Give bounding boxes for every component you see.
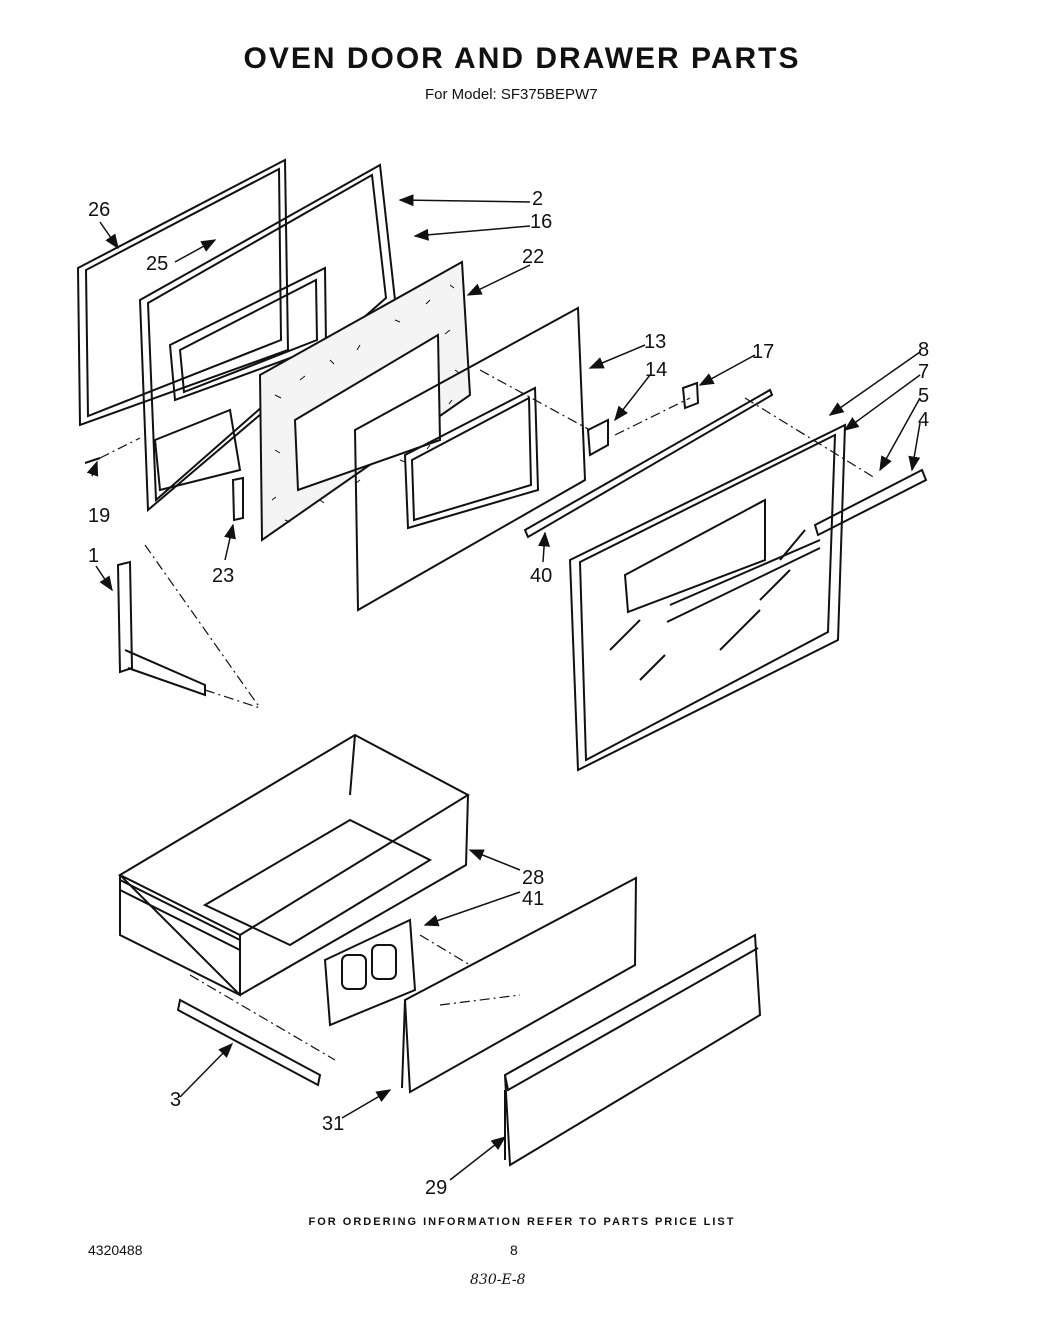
- handwritten-note: 830-E-8: [470, 1272, 526, 1288]
- callout-14: 14: [645, 359, 667, 381]
- door-handle: [813, 468, 928, 537]
- drawer-front-panel: [503, 933, 762, 1167]
- page-title: OVEN DOOR AND DRAWER PARTS: [243, 42, 801, 75]
- drawer-bracket: [323, 918, 417, 1027]
- model-subtitle: For Model: SF375BEPW7: [425, 86, 598, 103]
- callout-7: 7: [918, 361, 929, 383]
- callout-28: 28: [522, 867, 544, 889]
- callout-31: 31: [322, 1113, 344, 1135]
- callout-8: 8: [918, 339, 929, 361]
- callout-17: 17: [752, 341, 774, 363]
- callout-1: 1: [88, 545, 99, 567]
- callout-4: 4: [918, 409, 929, 431]
- door-bumper: [681, 381, 700, 410]
- drawer-front-liner: [401, 876, 638, 1094]
- outer-oven-door: [568, 423, 847, 772]
- callout-2: 2: [532, 188, 543, 210]
- callout-5: 5: [918, 385, 929, 407]
- ordering-info-note: FOR ORDERING INFORMATION REFER TO PARTS …: [308, 1216, 736, 1228]
- door-screw: [84, 457, 101, 464]
- storage-drawer: [117, 733, 471, 997]
- door-insulation: [258, 260, 472, 542]
- hinge-receiver: [231, 476, 244, 522]
- leader-arrows: [86, 194, 921, 1181]
- drawer-slide: [176, 998, 322, 1087]
- callout-23: 23: [212, 565, 234, 587]
- hinge-bracket: [586, 418, 609, 457]
- door-inner-glass-panel: [353, 306, 587, 612]
- door-channel-strip: [523, 388, 774, 539]
- callout-3: 3: [170, 1089, 181, 1111]
- door-gasket-frame: [76, 158, 290, 427]
- callout-26: 26: [88, 199, 110, 221]
- callout-16: 16: [530, 211, 552, 233]
- document-number: 4320488: [88, 1242, 143, 1258]
- door-hinge: [116, 560, 206, 697]
- alignment-lines: [99, 369, 876, 1061]
- callout-19: 19: [88, 505, 110, 527]
- callout-labels: 2 16 22 13 14 17 8 7 5 4 26 25 19 1 23 4…: [88, 188, 929, 1199]
- callout-41: 41: [522, 888, 544, 910]
- callout-22: 22: [522, 246, 544, 268]
- callout-13: 13: [644, 331, 666, 353]
- page-number: 8: [510, 1242, 518, 1258]
- callout-25: 25: [146, 253, 168, 275]
- callout-29: 29: [425, 1177, 447, 1199]
- callout-40: 40: [530, 565, 552, 587]
